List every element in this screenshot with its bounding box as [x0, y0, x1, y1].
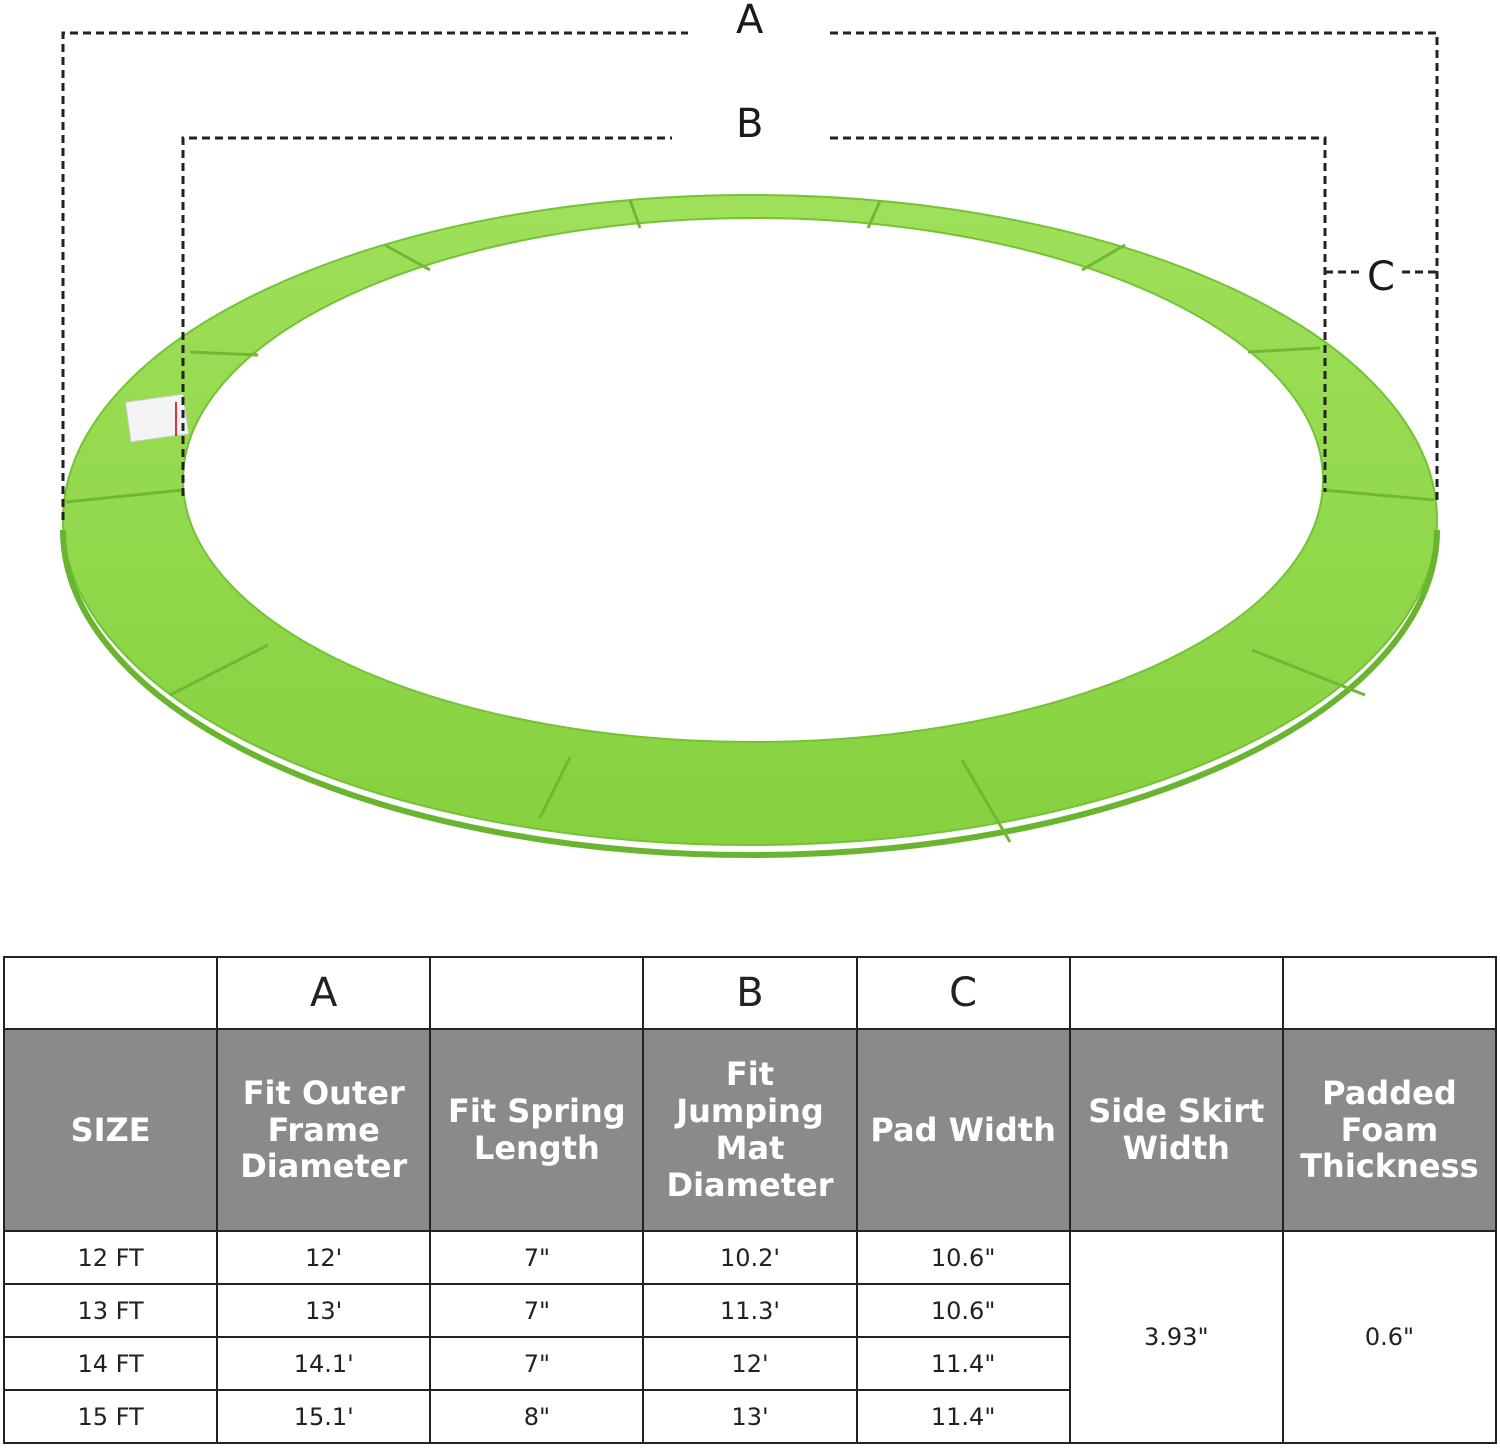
letter-cell: B: [642, 956, 858, 1030]
spring-length-cell: 8": [429, 1389, 645, 1444]
spring-length-cell: 7": [429, 1283, 645, 1338]
dimension-lines: [61, 31, 1439, 520]
dimension-label-a: A: [736, 0, 764, 43]
size-cell: 15 FT: [2, 1389, 219, 1444]
pad-ring: [61, 194, 1439, 846]
size-cell: 14 FT: [2, 1336, 219, 1391]
side-skirt-width-cell: 3.93": [1068, 1230, 1284, 1444]
column-header: SIZE: [2, 1028, 219, 1232]
table-row: 14 FT 14.1' 7" 12' 11.4": [2, 1336, 1496, 1391]
outer-frame-cell: 12': [216, 1230, 432, 1285]
header-row: SIZE Fit Outer Frame Diameter Fit Spring…: [2, 1028, 1498, 1232]
pad-edge: [60, 529, 1440, 858]
letter-cell: A: [216, 956, 432, 1030]
column-header: Fit Jumping Mat Diameter: [642, 1028, 858, 1232]
mat-diameter-cell: 12': [642, 1336, 858, 1391]
header-label: Fit Outer Frame Diameter: [240, 1073, 408, 1186]
letter-cell: [1068, 956, 1284, 1030]
table-row: 13 FT 13' 7" 11.3' 10.6": [2, 1283, 1496, 1338]
pad-width-cell: 11.4": [855, 1389, 1071, 1444]
dimension-label-c: C: [1367, 254, 1395, 300]
mat-diameter-cell: 11.3': [642, 1283, 858, 1338]
header-label: Fit Jumping Mat Diameter: [666, 1055, 834, 1204]
spring-length-cell: 7": [429, 1230, 645, 1285]
header-label: Pad Width: [870, 1110, 1056, 1149]
outer-frame-cell: 15.1': [216, 1389, 432, 1444]
pad-seams: [65, 199, 1435, 843]
spring-length-cell: 7": [429, 1336, 645, 1391]
column-header: Fit Spring Length: [429, 1028, 645, 1232]
pad-tag: [124, 393, 190, 443]
pad-width-cell: 10.6": [855, 1283, 1071, 1338]
trampoline-pad-diagram: [60, 31, 1440, 858]
letter-cell: C: [855, 956, 1071, 1030]
column-header: Padded Foam Thickness: [1281, 1028, 1498, 1232]
header-label: SIZE: [70, 1110, 151, 1149]
header-label: Fit Spring Length: [448, 1092, 626, 1167]
size-cell: 12 FT: [2, 1230, 219, 1285]
letter-cell: [1281, 956, 1498, 1030]
header-label: Side Skirt Width: [1088, 1092, 1265, 1167]
pad-width-cell: 11.4": [855, 1336, 1071, 1391]
header-label: Padded Foam Thickness: [1300, 1073, 1479, 1186]
outer-frame-cell: 14.1': [216, 1336, 432, 1391]
letter-cell: [429, 956, 645, 1030]
pad-width-cell: 10.6": [855, 1230, 1071, 1285]
size-cell: 13 FT: [2, 1283, 219, 1338]
size-spec-table: A B C SIZE Fit Outer Frame Diameter Fit …: [2, 956, 1498, 1444]
column-header: Pad Width: [855, 1028, 1071, 1232]
outer-frame-cell: 13': [216, 1283, 432, 1338]
table-row: 15 FT 15.1' 8" 13' 11.4": [2, 1389, 1496, 1444]
table-row: 12 FT 12' 7" 10.2' 10.6" 3.93" 0.6": [2, 1230, 1498, 1444]
dimension-label-b: B: [736, 101, 764, 147]
letter-cell: [2, 956, 219, 1030]
mat-diameter-cell: 13': [642, 1389, 858, 1444]
column-header: Fit Outer Frame Diameter: [216, 1028, 432, 1232]
column-header: Side Skirt Width: [1068, 1028, 1284, 1232]
foam-thickness-cell: 0.6": [1281, 1230, 1498, 1444]
dimension-letter-row: A B C: [2, 956, 1498, 1030]
mat-diameter-cell: 10.2': [642, 1230, 858, 1285]
